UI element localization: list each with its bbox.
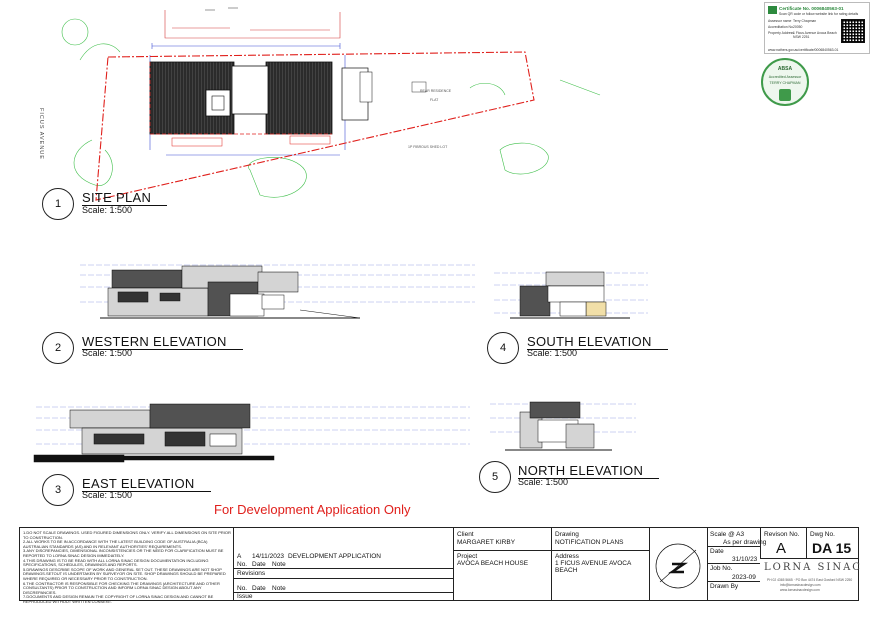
assessor-name-label: Assessor name — [768, 19, 792, 23]
seal-line2: TERRY CHAPMAN — [769, 81, 801, 85]
qr-code-icon[interactable] — [841, 19, 865, 43]
hdr-note: Note — [272, 585, 286, 592]
note-line: 4.THIS DRAWING IS TO BE READ WITH ALL LO… — [23, 557, 209, 568]
view-number: 5 — [479, 461, 511, 493]
property-address: 1 Ficus Avenue Avoca Beach NSW 2251 — [793, 31, 837, 39]
dwg-no-value: DA 15 — [812, 540, 852, 556]
property-label: Property Address — [768, 31, 795, 35]
note-line: 5.DRAWINGS DESCRIBE SCOPE OF WORK AND GE… — [23, 566, 226, 581]
east-elevation-drawing — [33, 403, 470, 463]
view-number: 4 — [487, 332, 519, 364]
development-application-note: For Development Application Only — [214, 502, 411, 517]
hdr-date: Date — [252, 561, 266, 568]
address-line2: BEACH — [555, 567, 578, 574]
note-line: 2.ALL WORKS TO BE IN ACCORDANCE WITH THE… — [23, 539, 208, 549]
hdr-date: Date — [252, 585, 266, 592]
logo-sub3: www.lornasinacdesign.com — [780, 588, 820, 592]
revision-date: 14/11/2023 — [252, 553, 285, 560]
client-label: Client — [457, 531, 474, 538]
certificate-subline: Scan QR code or follow website link for … — [779, 12, 859, 16]
note-line: 3.ANY DISCREPANCIES, DIMENSIONAL INCONSI… — [23, 548, 224, 558]
view-number: 3 — [42, 474, 74, 506]
issue-label: Issue — [237, 593, 253, 600]
seal-top: ABSA — [777, 66, 793, 72]
address-label: Address — [555, 553, 579, 560]
drawing-label: Drawing — [555, 531, 579, 538]
drawn-by-label: Drawn By — [710, 583, 739, 590]
dwg-no-label: Dwg No. — [810, 531, 835, 538]
neighbour-outline — [164, 7, 341, 39]
accreditation-label: Accreditation No. — [768, 25, 794, 29]
view-number: 1 — [42, 188, 74, 220]
view-title: SITE PLAN — [82, 190, 168, 206]
view-scale: Scale: 1:500 — [518, 477, 569, 487]
project-label: Project — [457, 553, 478, 560]
nathers-certificate: Certificate No. 0006840563-01 Scan QR co… — [764, 2, 870, 54]
revision-note: DEVELOPMENT APPLICATION — [288, 553, 381, 560]
north-elevation-drawing — [490, 401, 636, 451]
revision-letter: A — [237, 553, 242, 560]
address-line1: 1 FICUS AVENUE AVOCA — [555, 560, 632, 567]
view-scale: Scale: 1:500 — [82, 348, 133, 358]
site-label-a: REAR RESIDENCE — [420, 89, 452, 93]
scale-label: Scale @ A3 — [710, 531, 745, 538]
note-line: 1.DO NOT SCALE DRAWINGS. USED FIGURED DI… — [23, 530, 231, 540]
revisions-label: Revisions — [237, 570, 266, 577]
view-scale: Scale: 1:500 — [82, 205, 133, 215]
view-title: WESTERN ELEVATION — [82, 334, 243, 350]
job-label: Job No. — [710, 565, 733, 572]
certificate-number: Certificate No. 0006840563-01 — [779, 6, 844, 11]
site-label-b: FLAT — [430, 98, 439, 102]
north-arrow-icon — [655, 543, 701, 589]
note-line: 7.DOCUMENTS AND DESIGN REMAIN THE COPYRI… — [23, 594, 214, 604]
drawing-name: NOTIFICATION PLANS — [555, 539, 624, 546]
hdr-no: No. — [237, 561, 248, 568]
accreditation-number: 20050 — [793, 25, 803, 29]
view-title: NORTH ELEVATION — [518, 463, 660, 479]
revision-no-value: A — [776, 540, 787, 557]
view-scale: Scale: 1:500 — [82, 490, 133, 500]
date-value: 31/10/23 — [732, 556, 758, 563]
assessor-name: Terry Chapman — [793, 19, 817, 23]
logo-sub2: info@lornasinacdesign.com — [780, 583, 821, 587]
lorna-sinac-logo: LORNA SINAC — [764, 562, 862, 573]
logo-sub1: PH 02 4365 5665 · PO Box 4474 East Gosfo… — [767, 578, 853, 582]
western-elevation-drawing — [80, 264, 475, 319]
general-notes: 1.DO NOT SCALE DRAWINGS. USED FIGURED DI… — [23, 530, 231, 605]
client-name: MARGARET KIRBY — [457, 539, 516, 546]
absa-seal: ABSA Accredited Assessor TERRY CHAPMAN — [761, 58, 809, 106]
view-number: 2 — [42, 332, 74, 364]
hdr-note: Note — [272, 561, 286, 568]
revision-no-label: Revison No. — [764, 531, 800, 538]
nathers-logo-icon — [768, 6, 777, 14]
south-elevation-drawing — [494, 271, 648, 319]
certificate-footer[interactable]: www.nathers.gov.au/certificate/000684056… — [768, 48, 839, 52]
lot-note: 1P FIBROUS SHED LOT — [408, 145, 448, 149]
house-icon — [779, 89, 791, 101]
landscape — [61, 18, 601, 198]
site-buildings — [149, 61, 427, 147]
note-line: 6.THE CONTRACTOR IS RESPONSIBLE FOR CHEC… — [23, 580, 220, 595]
view-scale: Scale: 1:500 — [527, 348, 578, 358]
project-name: AVOCA BEACH HOUSE — [457, 560, 529, 567]
property-boundary — [95, 51, 535, 201]
view-title: EAST ELEVATION — [82, 476, 211, 492]
seal-line1: Accredited Assessor — [768, 75, 802, 79]
scale-value: As per drawing — [723, 539, 767, 546]
view-title: SOUTH ELEVATION — [527, 334, 668, 350]
date-label: Date — [710, 548, 724, 555]
hdr-no: No. — [237, 585, 248, 592]
title-block: 1.DO NOT SCALE DRAWINGS. USED FIGURED DI… — [19, 527, 862, 604]
job-value: 2023-09 — [732, 574, 756, 581]
street-label: FICUS AVENUE — [38, 108, 44, 160]
